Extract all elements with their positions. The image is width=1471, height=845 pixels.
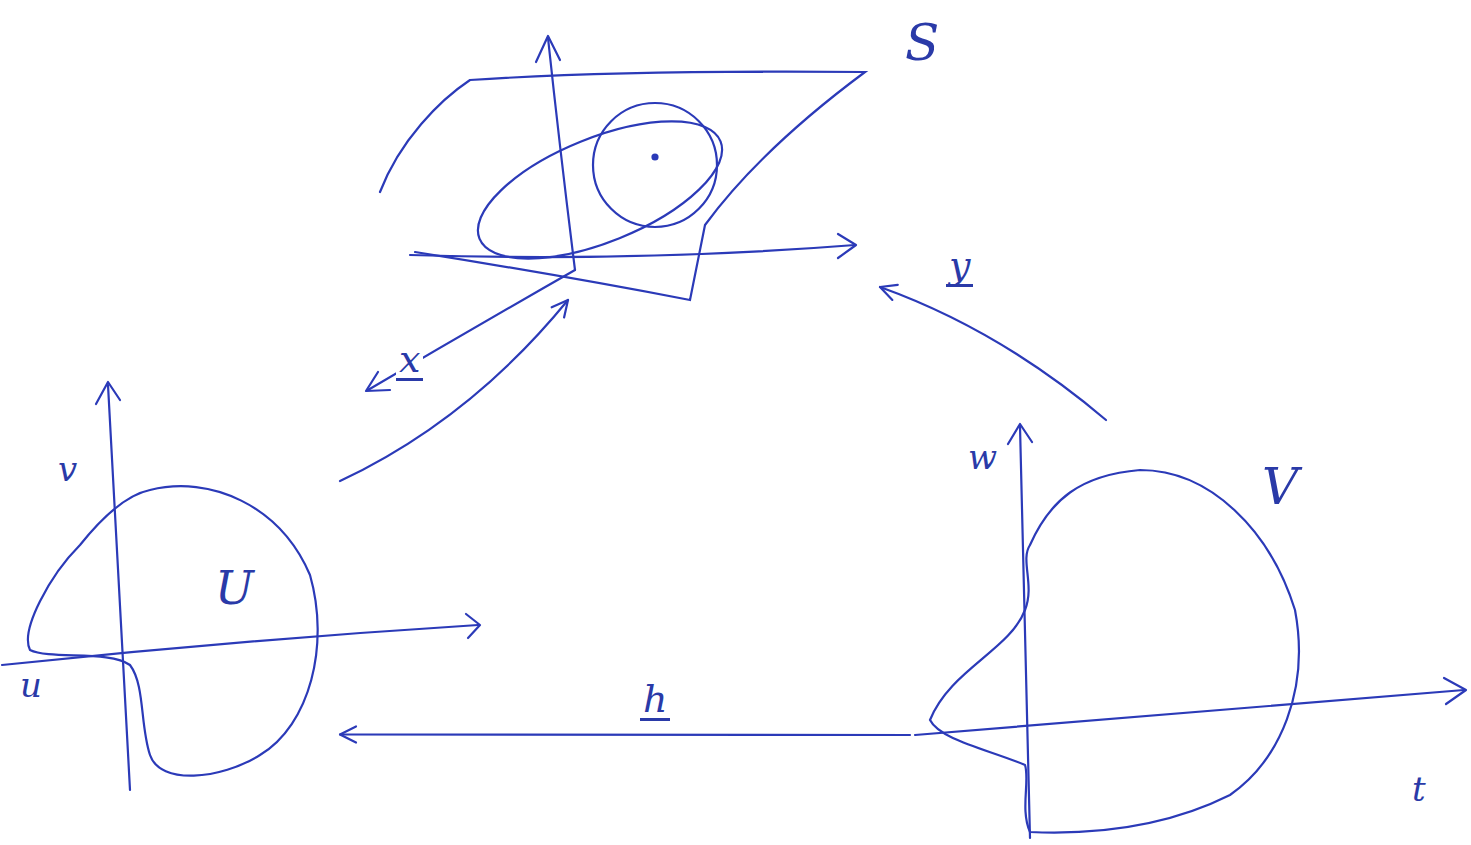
chart-domain: U (10, 455, 340, 780)
region-name: V (1262, 462, 1298, 512)
axis-arrowhead (1008, 424, 1032, 444)
axis-line (2, 625, 478, 665)
region-name: S (905, 18, 939, 68)
outline-stroke (28, 486, 318, 775)
map-name: x (396, 340, 423, 381)
axis-label: t (1412, 772, 1426, 806)
surface-region: S (360, 40, 880, 300)
axis-label: v (58, 452, 77, 486)
chart-domain: V (910, 420, 1310, 840)
mapping-arrow (340, 733, 910, 736)
mapping-arrow (880, 287, 1106, 420)
region-name: U (215, 565, 254, 611)
axis-arrowhead (466, 614, 480, 638)
axis-line (108, 385, 130, 790)
axis-arrowhead (1444, 678, 1466, 704)
axis-line (368, 270, 575, 390)
outline-stroke (460, 93, 740, 287)
axis-line (915, 690, 1464, 735)
outline-stroke (380, 72, 865, 300)
outline-stroke (653, 155, 658, 160)
region-outline (10, 455, 340, 780)
map-name: h (640, 680, 670, 721)
axis-arrowhead (838, 234, 856, 258)
outline-stroke (930, 470, 1299, 833)
axis-arrowhead (536, 36, 560, 62)
mapping-arrow (340, 300, 568, 481)
axis-line (410, 245, 855, 257)
axis-arrowhead (366, 372, 390, 391)
axis-line (1020, 426, 1030, 838)
region-outline (360, 40, 880, 300)
axis-arrowhead (96, 382, 120, 404)
axis-label: u (20, 668, 42, 702)
axis-label: w (968, 440, 997, 474)
outline-stroke (593, 103, 717, 227)
map-name: y (946, 246, 973, 287)
region-outline (910, 420, 1310, 840)
